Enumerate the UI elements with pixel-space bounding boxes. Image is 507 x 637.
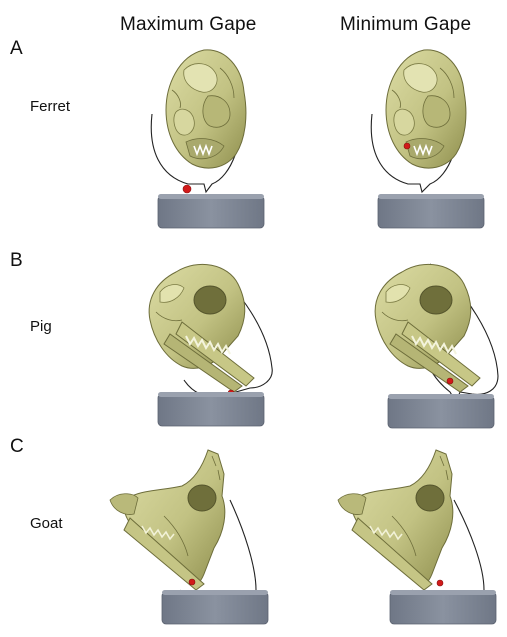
- minimum-gape-header: Minimum Gape: [340, 14, 472, 35]
- panel-label-b: B: [10, 250, 23, 271]
- bite-platform: [157, 391, 265, 427]
- animal-label-ferret: Ferret: [30, 98, 71, 115]
- animal-label-goat: Goat: [30, 515, 63, 532]
- marker-point: [436, 579, 444, 587]
- panel-label-a: A: [10, 38, 23, 59]
- bite-platform: [161, 589, 269, 625]
- goat-max-gape: [109, 449, 269, 625]
- pig-max-gape: [148, 263, 273, 427]
- trajectory-line: [427, 263, 499, 404]
- animal-label-pig: Pig: [30, 318, 52, 335]
- panel-label-c: C: [10, 436, 24, 457]
- marker-point: [446, 377, 454, 385]
- bite-platform: [387, 393, 495, 429]
- ferret-max-gape: [150, 49, 265, 229]
- marker-point: [188, 578, 196, 586]
- bite-platform: [377, 193, 485, 229]
- maximum-gape-header: Maximum Gape: [120, 14, 257, 35]
- pig-min-gape: [374, 263, 499, 429]
- bite-platform: [389, 589, 497, 625]
- marker-point: [182, 184, 192, 194]
- marker-point: [403, 142, 411, 150]
- ferret-min-gape: [370, 49, 485, 229]
- goat-min-gape: [337, 449, 497, 625]
- bite-platform: [157, 193, 265, 229]
